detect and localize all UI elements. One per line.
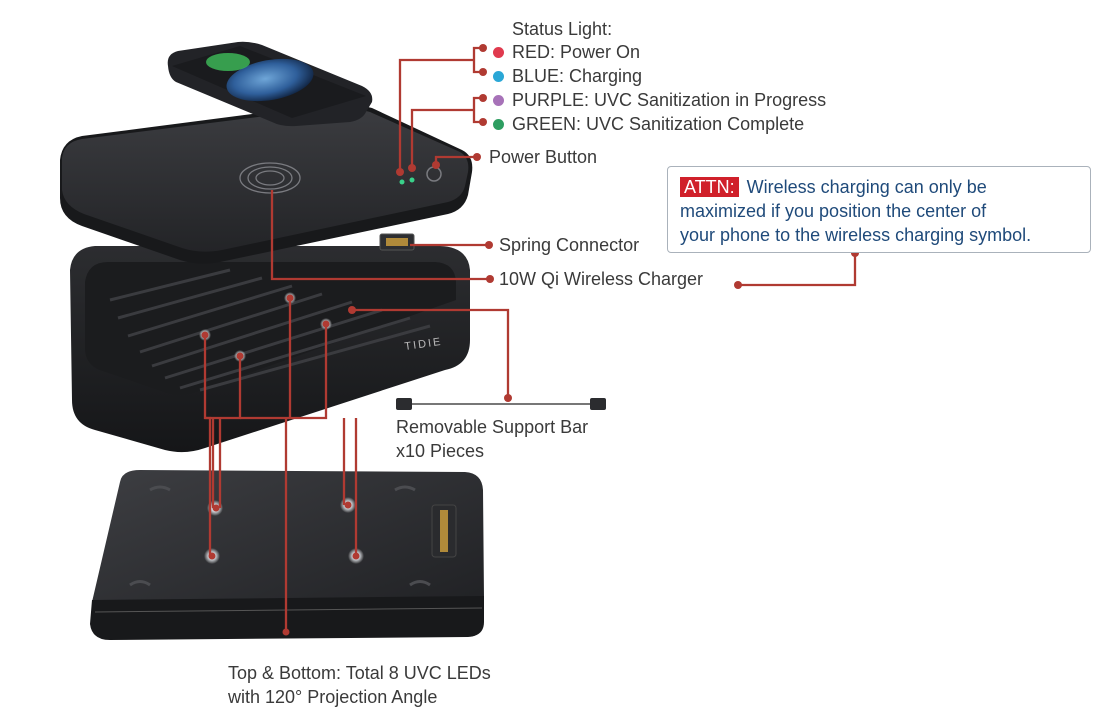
- green-dot-icon: [493, 119, 504, 130]
- uvc-angle-label: with 120° Projection Angle: [228, 687, 438, 707]
- status-led: [399, 179, 405, 185]
- support-bar-label: Removable Support Bar: [396, 417, 589, 437]
- brand-logo: TIDIE: [404, 336, 443, 353]
- attention-text: ATTN: Wireless charging can only be maxim…: [680, 175, 1031, 247]
- attn-line-1: Wireless charging can only be: [746, 177, 987, 197]
- status-purple-label: PURPLE: UVC Sanitization in Progress: [512, 90, 827, 110]
- attn-line-3: your phone to the wireless charging symb…: [680, 225, 1032, 245]
- bottom-base: [90, 470, 484, 640]
- leader-lines: [203, 46, 857, 632]
- power-button-label: Power Button: [489, 147, 598, 167]
- wireless-charging-symbol: [239, 162, 301, 194]
- blue-dot-icon: [493, 71, 504, 82]
- attn-line-2: maximized if you position the center of: [680, 201, 987, 221]
- status-light-title: Status Light:: [512, 19, 613, 39]
- attn-tag: ATTN:: [680, 177, 739, 197]
- support-bar-count: x10 Pieces: [396, 441, 485, 461]
- leader-endpoints: [201, 44, 859, 636]
- status-red-item: RED: Power On: [493, 41, 640, 63]
- support-bar: [396, 398, 606, 410]
- spring-connector-label: Spring Connector: [499, 235, 640, 255]
- status-purple-item: PURPLE: UVC Sanitization in Progress: [493, 89, 826, 111]
- smartphone: [167, 41, 373, 127]
- status-green-item: GREEN: UVC Sanitization Complete: [493, 113, 804, 135]
- status-blue-label: BLUE: Charging: [512, 66, 643, 86]
- purple-dot-icon: [493, 95, 504, 106]
- sanitizer-box: TIDIE: [70, 246, 470, 453]
- status-blue-item: BLUE: Charging: [493, 65, 642, 87]
- status-red-label: RED: Power On: [512, 42, 641, 62]
- charging-lid: [60, 103, 473, 264]
- uvc-leds-label: Top & Bottom: Total 8 UVC LEDs: [228, 663, 491, 683]
- status-green-label: GREEN: UVC Sanitization Complete: [512, 114, 805, 134]
- attention-note: ATTN: Wireless charging can only be maxim…: [667, 166, 1091, 253]
- wireless-charger-label: 10W Qi Wireless Charger: [499, 269, 704, 289]
- red-dot-icon: [493, 47, 504, 58]
